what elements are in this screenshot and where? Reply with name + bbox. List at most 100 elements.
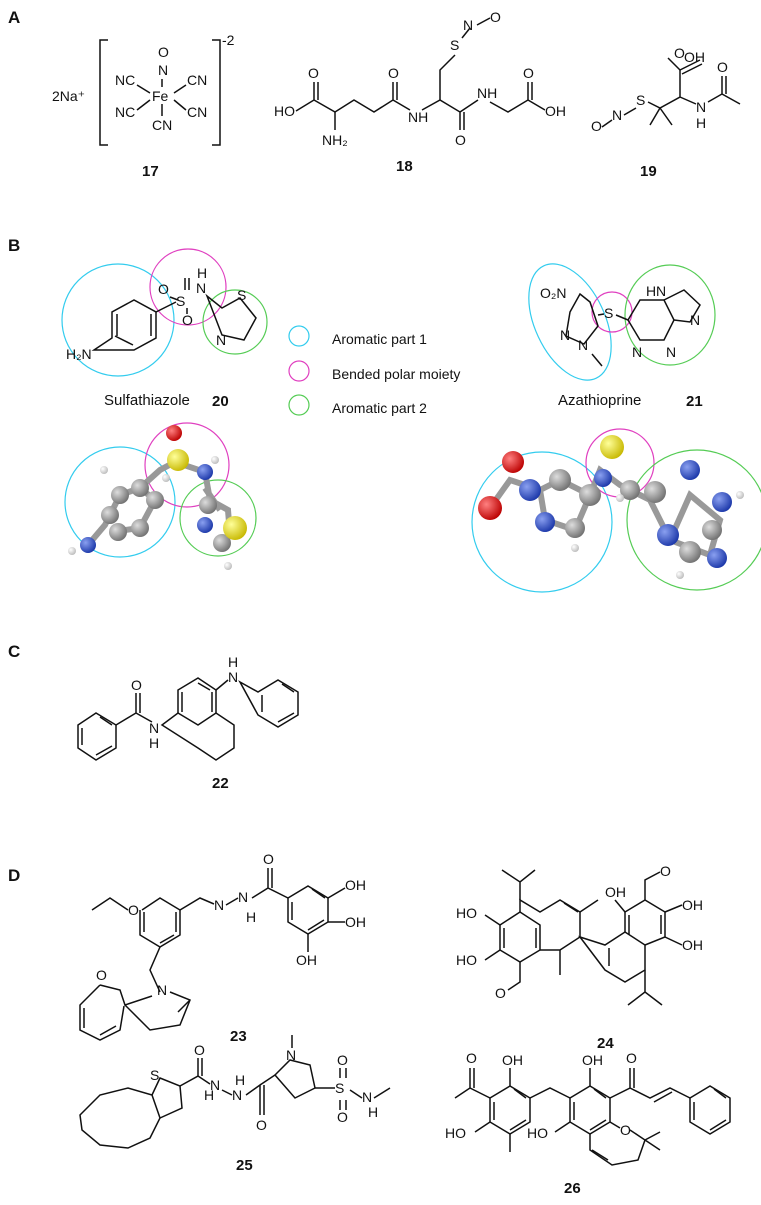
svg-text:OH: OH	[682, 937, 703, 953]
charge-label: -2	[222, 32, 235, 48]
svg-text:N: N	[232, 1087, 242, 1103]
svg-text:H: H	[235, 1072, 245, 1088]
structure-21: O₂N N N S H N N N N	[540, 283, 701, 367]
compound-number-18: 18	[396, 158, 413, 175]
legend-aromatic-part-1: Aromatic part 1	[332, 331, 427, 347]
legend-bended-polar-moiety: Bended polar moiety	[332, 366, 461, 382]
svg-text:NH: NH	[477, 85, 497, 101]
structure-20: H₂N S O O H N S N	[66, 265, 257, 362]
svg-text:NC: NC	[115, 72, 135, 88]
svg-text:O: O	[490, 9, 501, 25]
svg-text:N: N	[238, 889, 248, 905]
svg-text:O: O	[660, 863, 671, 879]
legend-aromatic-part-2: Aromatic part 2	[332, 400, 427, 416]
svg-text:HO: HO	[456, 952, 477, 968]
svg-text:OH: OH	[605, 884, 626, 900]
svg-text:S: S	[150, 1067, 159, 1083]
highlight-21-2d	[528, 263, 716, 381]
svg-text:O: O	[337, 1052, 348, 1068]
svg-text:O: O	[131, 677, 142, 693]
svg-text:S: S	[335, 1080, 344, 1096]
structure-17: 2Na⁺ -2 O N Fe CN NC CN NC CN	[52, 32, 235, 146]
svg-text:N: N	[158, 62, 168, 78]
svg-text:N: N	[656, 283, 666, 299]
panel-label-a: A	[8, 8, 21, 27]
svg-text:HO: HO	[456, 905, 477, 921]
svg-text:N: N	[196, 280, 206, 296]
svg-text:NH₂: NH₂	[322, 132, 348, 148]
structure-25: S O H N N H O N S O O N H	[79, 1035, 391, 1149]
structure-19: O N S O OH N H O	[591, 45, 741, 134]
svg-text:O: O	[717, 59, 728, 75]
structure-24: HO HO O OH O OH OH	[456, 863, 703, 1006]
svg-text:N: N	[228, 669, 238, 685]
svg-text:OH: OH	[582, 1052, 603, 1068]
svg-text:H: H	[246, 909, 256, 925]
compound-number-19: 19	[640, 163, 657, 180]
svg-text:H: H	[228, 654, 238, 670]
iron-label: Fe	[152, 88, 169, 104]
structure-26: O OH HO OH HO O O	[445, 1050, 731, 1166]
svg-text:OH: OH	[296, 952, 317, 968]
compound-number-23: 23	[230, 1028, 247, 1045]
svg-text:N: N	[210, 1077, 220, 1093]
sodium-label: 2Na⁺	[52, 88, 85, 104]
svg-text:N: N	[578, 337, 588, 353]
svg-text:OH: OH	[502, 1052, 523, 1068]
compound-number-26: 26	[564, 1180, 581, 1197]
svg-text:N: N	[214, 897, 224, 913]
svg-text:N: N	[157, 982, 167, 998]
svg-text:O: O	[158, 281, 169, 297]
compound-number-24: 24	[597, 1035, 614, 1052]
svg-text:O: O	[466, 1050, 477, 1066]
svg-text:O: O	[388, 65, 399, 81]
svg-text:OH: OH	[345, 914, 366, 930]
svg-text:O: O	[182, 312, 193, 328]
svg-text:N: N	[666, 344, 676, 360]
svg-text:O: O	[158, 44, 169, 60]
svg-text:O: O	[96, 967, 107, 983]
svg-text:H: H	[204, 1087, 214, 1103]
svg-text:H: H	[149, 735, 159, 751]
svg-text:H: H	[368, 1104, 378, 1120]
svg-text:HO: HO	[445, 1125, 466, 1141]
highlight-20-2d	[61, 248, 268, 377]
svg-text:OH: OH	[345, 877, 366, 893]
model-3d-20	[64, 422, 257, 570]
svg-text:N: N	[612, 107, 622, 123]
svg-text:O: O	[263, 851, 274, 867]
svg-text:NH: NH	[408, 109, 428, 125]
svg-text:O: O	[495, 985, 506, 1001]
compound-number-25: 25	[236, 1157, 253, 1174]
svg-text:N: N	[286, 1047, 296, 1063]
svg-text:O: O	[194, 1042, 205, 1058]
compound-number-22: 22	[212, 775, 229, 792]
svg-text:H: H	[646, 283, 656, 299]
svg-text:H: H	[197, 265, 207, 281]
svg-text:CN: CN	[187, 104, 207, 120]
svg-text:O: O	[523, 65, 534, 81]
legend-markers	[288, 325, 310, 416]
compound-number-21: 21	[686, 393, 703, 410]
svg-text:O: O	[455, 132, 466, 148]
panel-label-c: C	[8, 642, 21, 661]
panel-label-b: B	[8, 236, 21, 255]
structure-18: HO O O NH₂ NH O NH O OH S N O	[274, 9, 566, 148]
svg-text:O: O	[674, 45, 685, 61]
azathioprine-name: Azathioprine	[558, 392, 642, 409]
svg-text:S: S	[176, 293, 185, 309]
svg-text:CN: CN	[187, 72, 207, 88]
svg-text:S: S	[450, 37, 459, 53]
svg-text:S: S	[604, 305, 613, 321]
svg-text:O: O	[308, 65, 319, 81]
svg-text:N: N	[690, 312, 700, 328]
svg-text:N: N	[362, 1089, 372, 1105]
svg-text:HO: HO	[274, 103, 295, 119]
legend-marker-polar	[288, 360, 310, 382]
svg-text:OH: OH	[684, 49, 705, 65]
panel-label-d: D	[8, 866, 21, 885]
svg-text:HO: HO	[527, 1125, 548, 1141]
svg-text:N: N	[632, 344, 642, 360]
legend-marker-aromatic-2	[288, 394, 310, 416]
